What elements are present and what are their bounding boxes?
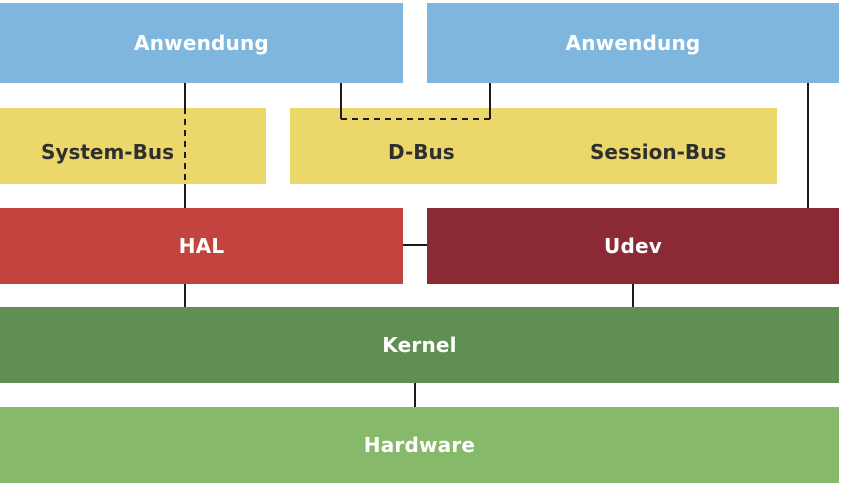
- application-right-box: Anwendung: [427, 3, 839, 83]
- system-bus-box: [0, 108, 266, 184]
- system-bus-label: System-Bus: [41, 140, 174, 164]
- dbus-session-bus-box: [290, 108, 777, 184]
- hal-box: HAL: [0, 208, 403, 284]
- hardware-box: Hardware: [0, 407, 839, 483]
- dbus-label: D-Bus: [388, 140, 455, 164]
- session-bus-label: Session-Bus: [590, 140, 727, 164]
- application-left-label: Anwendung: [134, 31, 269, 55]
- kernel-label: Kernel: [382, 333, 457, 357]
- hardware-label: Hardware: [363, 433, 476, 457]
- udev-label: Udev: [604, 234, 662, 258]
- hal-label: HAL: [178, 234, 225, 258]
- kernel-box: Kernel: [0, 307, 839, 383]
- application-left-box: Anwendung: [0, 3, 403, 83]
- application-right-label: Anwendung: [565, 31, 701, 55]
- udev-box: Udev: [427, 208, 839, 284]
